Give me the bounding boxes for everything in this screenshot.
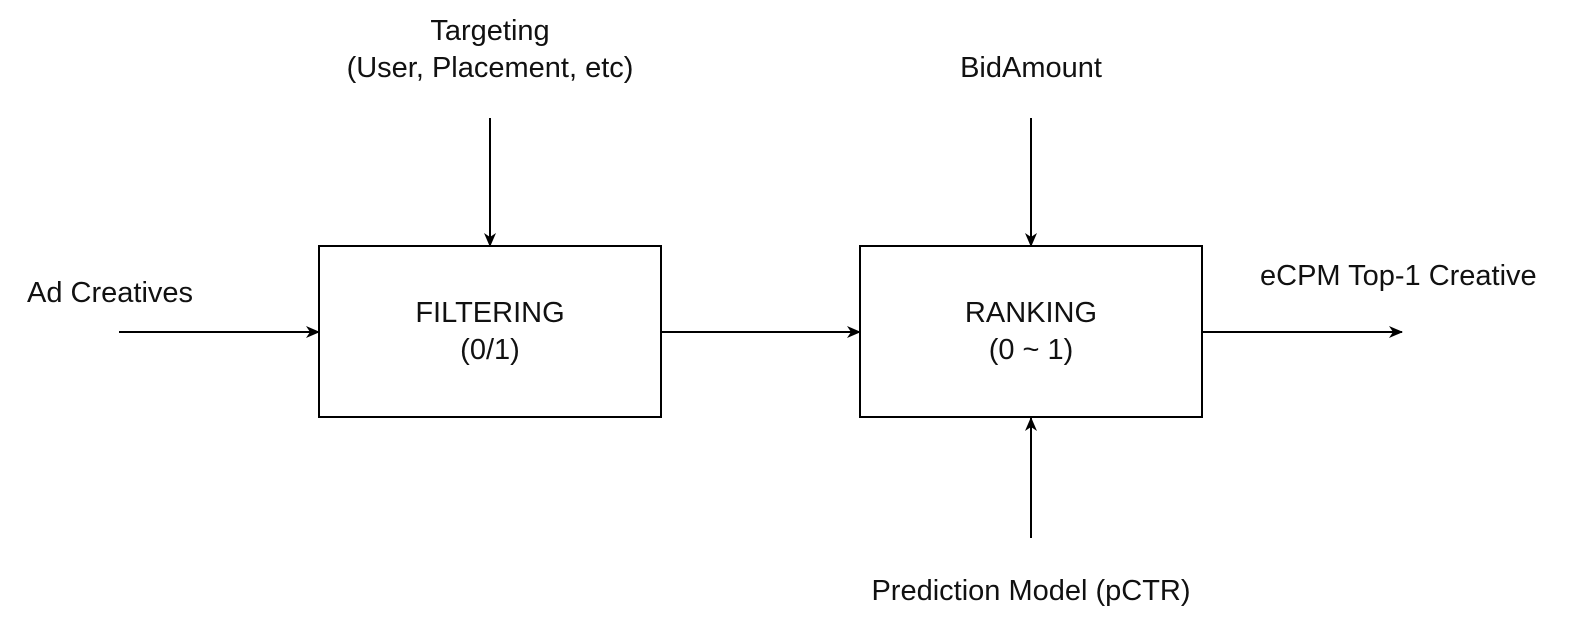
targeting-title: Targeting: [430, 15, 550, 47]
filtering-node-text: FILTERING (0/1): [319, 295, 661, 369]
output-label: eCPM Top-1 Creative: [1260, 260, 1537, 292]
targeting-label: Targeting (User, Placement, etc): [290, 13, 690, 87]
ad-creatives-label: Ad Creatives: [27, 277, 194, 309]
filtering-subtitle: (0/1): [460, 334, 520, 366]
ranking-box: [859, 245, 1203, 418]
bid-amount-label: BidAmount: [960, 52, 1102, 84]
ranking-subtitle: (0 ~ 1): [988, 334, 1074, 366]
ranking-title: RANKING: [964, 297, 1098, 329]
prediction-model-label: Prediction Model (pCTR): [871, 575, 1191, 607]
ranking-node-text: RANKING (0 ~ 1): [860, 295, 1202, 369]
filtering-box: [318, 245, 662, 418]
filtering-title: FILTERING: [415, 297, 565, 329]
targeting-detail: (User, Placement, etc): [346, 52, 634, 84]
